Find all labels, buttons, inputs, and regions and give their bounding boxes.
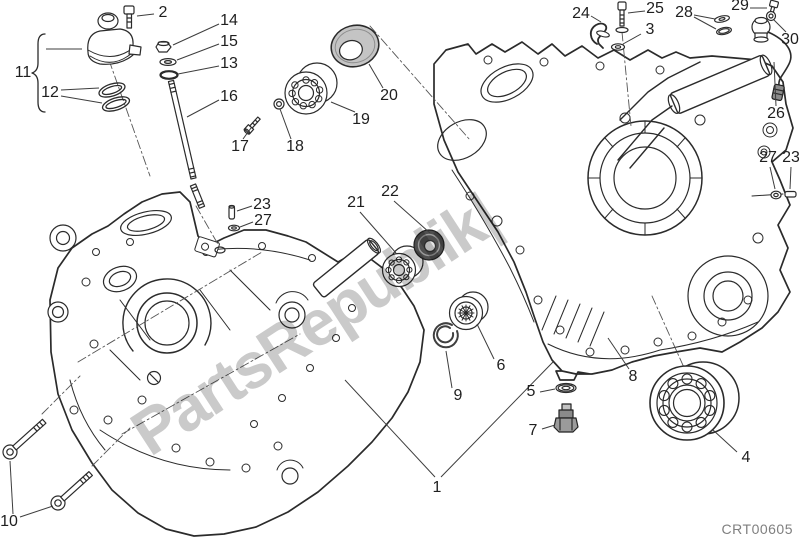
part-label-5: 5 [526,383,536,400]
part-label-9: 9 [453,387,463,404]
bracket-11 [32,34,45,112]
part-label-30: 30 [781,31,799,48]
part-label-20: 20 [380,87,398,104]
part-label-17: 17 [231,138,249,155]
part-label-1: 1 [432,479,442,496]
part-label-7: 7 [528,422,538,439]
part-label-16: 16 [220,88,238,105]
part-label-6: 6 [496,357,506,374]
part-label-23: 23 [253,196,271,213]
part-label-25: 25 [646,0,664,17]
part-label-11: 11 [14,64,32,81]
part-nut-14 [156,42,171,53]
diagram-code: CRT00605 [721,521,793,537]
part-label-15: 15 [220,33,238,50]
part-label-22: 22 [381,183,399,200]
part-label-24: 24 [572,5,590,22]
axis-lines [42,26,686,466]
part-snapring-9 [434,323,458,347]
part-oring-13 [161,71,178,79]
part-ring-30 [767,12,776,21]
part-bearing-6 [450,292,489,330]
part-orings-12 [97,80,131,114]
part-label-2: 2 [158,4,168,21]
part-washer-18 [274,99,284,109]
part-washer-3 [612,44,625,50]
part-label-10: 10 [0,513,18,530]
leader-lines [10,8,791,517]
part-bearing-21 [383,246,424,287]
part-label-3: 3 [645,21,655,38]
part-washer-5 [556,384,576,393]
part-screw-17 [243,116,261,135]
part-label-8: 8 [628,368,638,385]
part-label-12: 12 [41,84,59,101]
part-bolts-10 [0,416,95,513]
part-label-14: 14 [220,12,238,29]
part-label-26: 26 [767,105,785,122]
part-label-29: 29 [731,0,749,14]
part-breather-valve-11 [88,13,141,64]
part-label-21: 21 [347,194,365,211]
part-pin-23 [229,206,235,220]
part-bolt-25 [616,2,628,33]
part-hook-24 [591,24,610,48]
part-label-23: 23 [782,149,799,166]
part-washer-27 [229,225,240,231]
part-label-4: 4 [741,449,751,466]
part-label-19: 19 [352,111,370,128]
part-bearing-4 [650,362,739,440]
part-label-18: 18 [286,138,304,155]
right-crankcase-half [430,42,793,380]
part-pin-23-right [785,192,796,198]
part-plug-7 [554,404,578,432]
part-rod-16 [168,80,204,208]
part-washer-27-right [771,191,781,199]
left-crankcase-half [48,192,424,536]
part-label-13: 13 [220,55,238,72]
part-washers-28 [714,15,732,36]
part-label-27: 27 [254,212,272,229]
part-label-28: 28 [675,4,693,21]
part-bearing-19 [285,63,337,114]
part-seal-22 [414,230,444,260]
part-bolt-2 [124,6,134,28]
part-bearing-20 [327,20,384,72]
part-washer-15 [160,59,176,66]
part-label-27: 27 [759,149,777,166]
